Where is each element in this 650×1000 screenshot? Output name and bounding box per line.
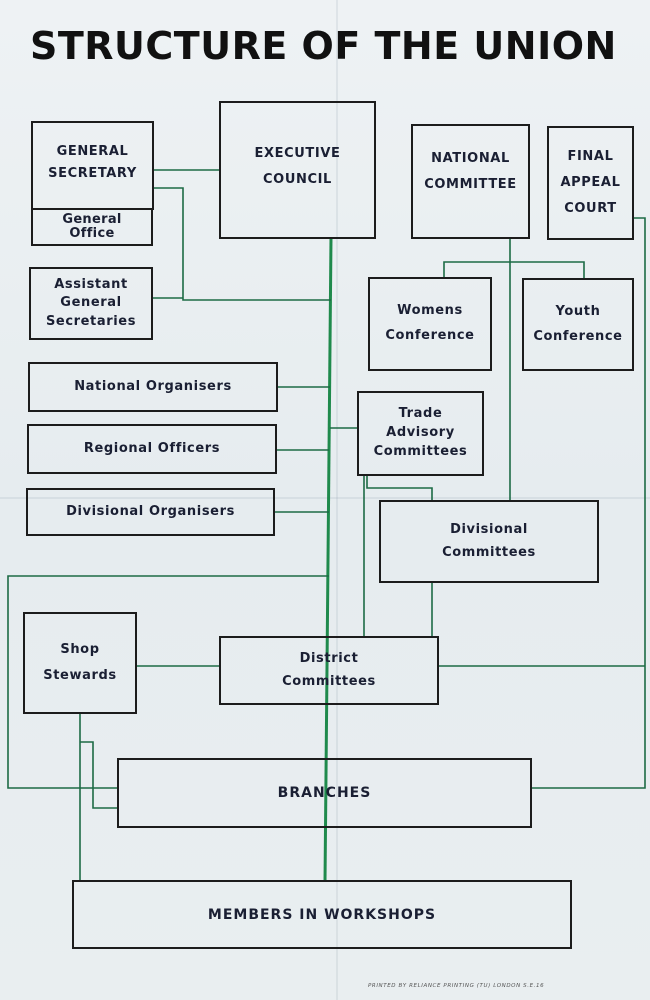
womens-conference-box: Womens Conference [368, 277, 492, 371]
printer-credit: PRINTED BY RELIANCE PRINTING (TU) LONDON… [368, 983, 545, 989]
district-committees-box: District Committees [219, 636, 439, 705]
national-organisers-box: National Organisers [28, 362, 278, 412]
regional-officers-box: Regional Officers [27, 424, 277, 474]
shop-stewards-box: Shop Stewards [23, 612, 137, 714]
connector-gensec-spine [153, 187, 331, 301]
divisional-committees-box: Divisional Committees [379, 500, 599, 583]
general-office-box: General Office [31, 208, 153, 246]
connector-left-bracket [7, 575, 329, 789]
connector-trade-district [366, 476, 433, 500]
national-committee-box: NATIONAL COMMITTEE [411, 124, 530, 239]
connector-stewards-branches [80, 741, 118, 809]
spine-line [323, 237, 333, 883]
members-in-workshops-box: MEMBERS IN WORKSHOPS [72, 880, 572, 949]
branches-box: BRANCHES [117, 758, 532, 828]
fold-line-horizontal [0, 497, 650, 499]
trade-advisory-committees-box: Trade Advisory Committees [357, 391, 484, 476]
general-secretary-box: GENERAL SECRETARY [31, 121, 154, 210]
connector-final-appeal [531, 217, 646, 789]
divisional-organisers-box: Divisional Organisers [26, 488, 275, 536]
poster-title: STRUCTURE OF THE UNION [30, 24, 617, 68]
executive-council-box: EXECUTIVE COUNCIL [219, 101, 376, 239]
assistant-general-secretaries-box: Assistant General Secretaries [29, 267, 153, 340]
connectors [7, 169, 646, 882]
connector-conferences [443, 261, 585, 278]
youth-conference-box: Youth Conference [522, 278, 634, 371]
final-appeal-court-box: FINAL APPEAL COURT [547, 126, 634, 240]
fold-line-vertical [336, 0, 338, 1000]
